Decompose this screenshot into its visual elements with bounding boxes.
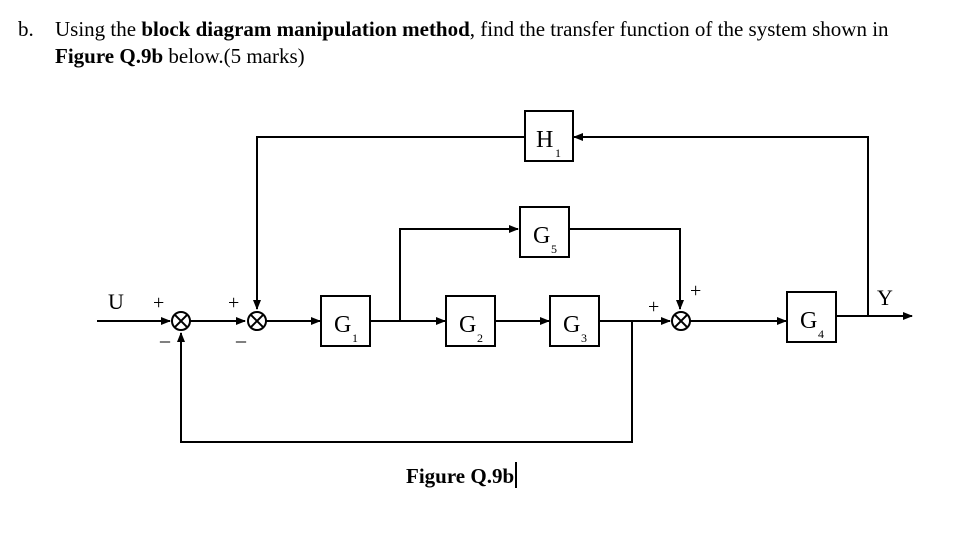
block-g4 — [786, 291, 837, 343]
block-g2-sub: 2 — [477, 331, 483, 345]
sj2-plus-sign: + — [228, 292, 239, 314]
input-label: U — [108, 289, 124, 314]
sj1-minus-sign: _ — [159, 323, 171, 345]
block-g3-sub: 3 — [581, 331, 587, 345]
g5-branch-line — [399, 225, 519, 321]
block-h1-letter: H — [536, 127, 553, 153]
block-g5-sub: 5 — [551, 242, 557, 256]
sj3-plus-left-sign: + — [648, 296, 659, 318]
figure-caption: Figure Q.9b — [406, 462, 518, 489]
block-g3-letter: G — [563, 312, 580, 338]
block-g1-letter: G — [334, 312, 351, 338]
figure-caption-text: Figure Q.9b — [406, 464, 515, 488]
output-label: Y — [877, 285, 893, 310]
block-g1-sub: 1 — [352, 331, 358, 345]
block-g5 — [519, 206, 570, 258]
text-cursor — [515, 462, 518, 488]
question-label: b. — [18, 17, 34, 41]
block-h1 — [524, 110, 574, 162]
feedback-h1-out-line — [253, 136, 524, 310]
block-g4-letter: G — [800, 308, 817, 334]
sj3-plus-top-sign: + — [690, 280, 701, 302]
feedback-lower-line — [177, 321, 633, 443]
sj2-minus-sign: _ — [235, 323, 247, 345]
block-g2 — [445, 295, 496, 347]
block-g5-letter: G — [533, 223, 550, 249]
block-g2-letter: G — [459, 312, 476, 338]
sj1-plus-sign: + — [153, 292, 164, 314]
block-g4-sub: 4 — [818, 327, 824, 341]
summing-junction-3 — [671, 311, 691, 331]
question-figure-ref: Figure Q.9b — [55, 44, 164, 68]
question-method: block diagram manipulation method — [141, 17, 470, 41]
feedback-h1-in-line — [573, 133, 869, 316]
block-h1-sub: 1 — [555, 146, 561, 160]
summing-junction-2 — [247, 311, 267, 331]
question-middle: , find the transfer function of the syst… — [469, 17, 889, 41]
block-g1 — [320, 295, 371, 347]
summing-junction-1 — [171, 311, 191, 331]
g5-to-sj3-line — [570, 228, 684, 310]
question-body: Using the block diagram manipulation met… — [55, 16, 935, 70]
question-intro: Using the — [55, 17, 142, 41]
question-tail: below.(5 marks) — [163, 44, 305, 68]
block-g3 — [549, 295, 600, 347]
